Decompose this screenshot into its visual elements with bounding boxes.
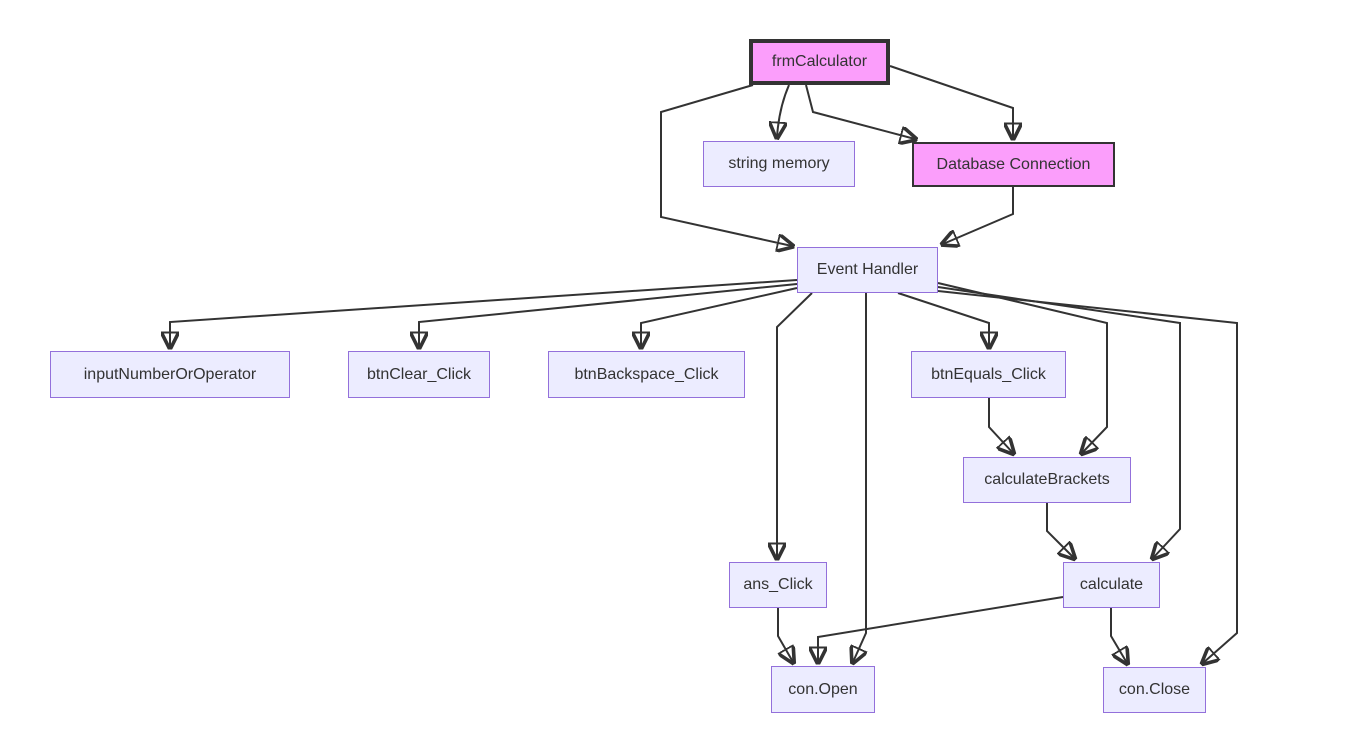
edge-databaseconnection-eventhandler [943, 187, 1014, 244]
node-ans-click: ans_Click [729, 562, 827, 608]
node-event-handler: Event Handler [797, 247, 938, 293]
edge-eventhandler-conclose [937, 290, 1238, 663]
edge-eventhandler-btnbackspaceclick [641, 287, 798, 347]
edge-calculatebrackets-calculate [1046, 503, 1074, 558]
node-con-open: con.Open [771, 666, 875, 713]
edge-eventhandler-inputnumberoroperator [170, 279, 798, 347]
node-calculatebrackets: calculateBrackets [963, 457, 1131, 503]
edge-eventhandler-calculate [937, 286, 1181, 558]
node-frmcalculator: frmCalculator [749, 39, 890, 85]
edge-eventhandler-conopen [853, 293, 866, 662]
node-string-memory: string memory [703, 141, 855, 187]
edge-calculate-conclose [1110, 608, 1127, 663]
edge-btnequalsclick-calculatebrackets [988, 398, 1013, 453]
edge-frmcalculator-eventhandler [660, 84, 792, 246]
edge-eventhandler-btnequalsclick [897, 292, 989, 347]
node-database-connection: Database Connection [912, 142, 1115, 187]
edge-calculate-conopen [818, 596, 1064, 662]
node-calculate: calculate [1063, 562, 1160, 608]
node-btnbackspace-click: btnBackspace_Click [548, 351, 745, 398]
edge-frmcalculator-databaseconnection-b [889, 65, 1013, 138]
edge-eventhandler-btnclearclick [419, 283, 798, 347]
node-con-close: con.Close [1103, 667, 1206, 713]
node-btnequals-click: btnEquals_Click [911, 351, 1066, 398]
edge-eventhandler-ansclick [777, 292, 813, 558]
edge-frmcalculator-databaseconnection-a [805, 84, 915, 139]
edge-eventhandler-calculatebrackets [937, 282, 1108, 453]
edge-frmcalculator-stringmemory [777, 84, 790, 137]
node-inputnumberoroperator: inputNumberOrOperator [50, 351, 290, 398]
node-btnclear-click: btnClear_Click [348, 351, 490, 398]
edge-ansclick-conopen [777, 608, 793, 662]
